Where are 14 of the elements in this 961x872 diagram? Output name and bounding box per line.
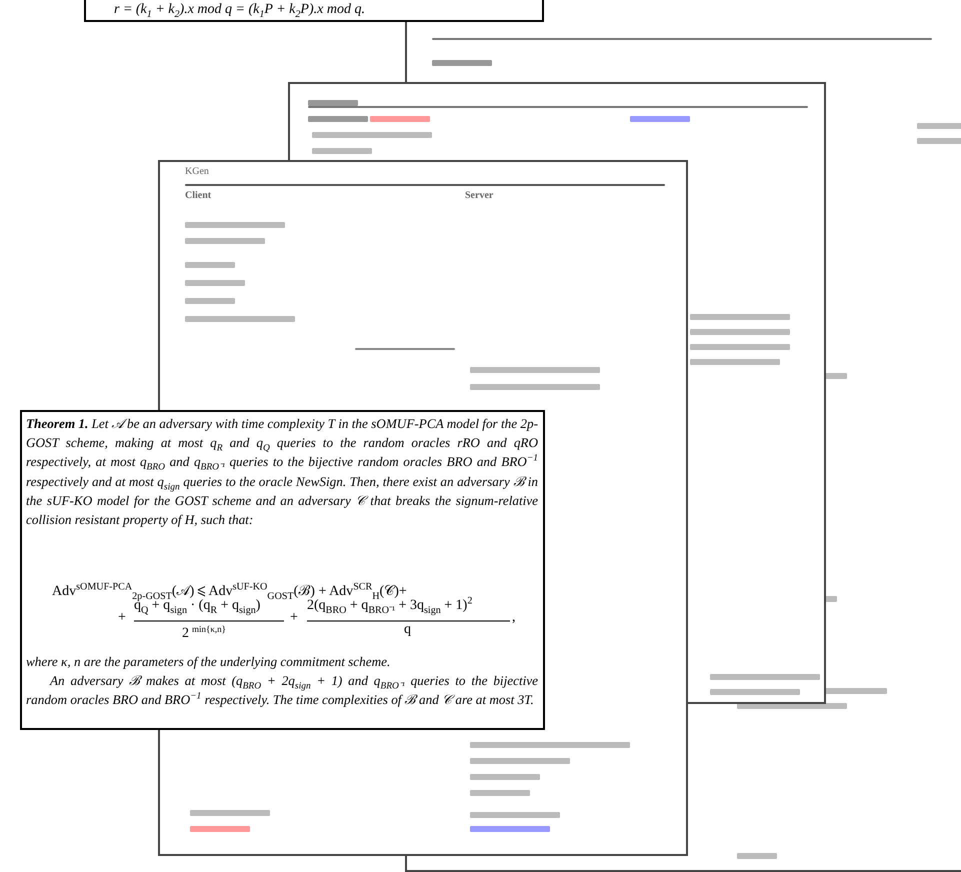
page-heading: KGen [185, 166, 209, 177]
theorem-paragraph: An adversary ℬ makes at most (q$_{BRO}$ + 2q$_{sign}$ + 1) and q$_{BRO⁻¹}$ queries to the bijective random oracles BRO and BRO$^{−1}$ respectively. The time complexities of ℬ and 𝒞 are at most 3T. [26, 672, 538, 710]
formula: , [512, 610, 516, 626]
formula: 2(q$_{BRO}$ + q$_{BRO⁻¹}$ + 3q$_{sign}$ + 1)$^{2}$ [307, 598, 472, 614]
formula: r = (k$_{1}$ + k$_{2}$).x mod q = (k$_{1}$P + k$_{2}$P).x mod q. [114, 1, 365, 19]
formula: q [404, 622, 411, 638]
theorem-paragraph: where κ, n are the parameters of the underlying commitment scheme. [26, 653, 392, 671]
formula: 2 [182, 626, 189, 642]
party-label: Client [185, 190, 212, 201]
formula: + [290, 610, 298, 626]
theorem-paragraph: Theorem 1. Let 𝒜 be an adversary with time complexity T in the sOMUF-PCA model for the 2p-GOST scheme, making at most q$_{R}$ and q$_{Q}$ queries to the random oracles rRO and qRO respectively, at most q$_{BRO}$ and q$_{BRO⁻¹}$ queries to the bijective random oracles BRO and BRO$^{−1}$ respectively and at most q$_{sign}$ queries to the oracle NewSign. Then, there exist an adversary ℬ in the sUF-KO model for the GOST scheme and an adversary 𝒞 that breaks the signum-relative collision resistant property of H, such that: [26, 415, 538, 530]
party-label: Server [465, 190, 494, 201]
formula: + [118, 610, 126, 626]
formula: min{κ,n} [192, 624, 226, 634]
